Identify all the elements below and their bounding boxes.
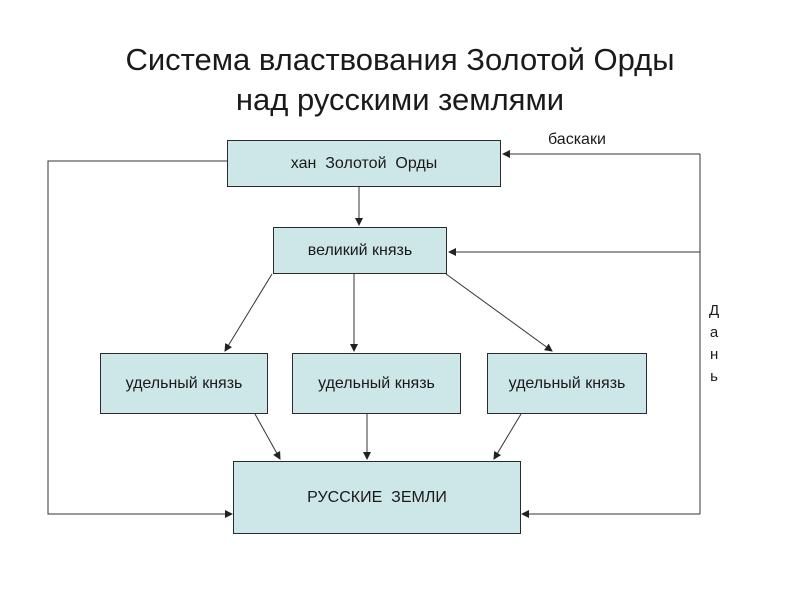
label-tribute-vertical: Д а н ь <box>709 300 719 388</box>
node-appanage-prince-3: удельный князь <box>487 353 647 414</box>
arrow-appanage-3-to-lands <box>493 413 522 460</box>
tribute-letter: ь <box>710 368 718 385</box>
node-appanage-prince-1: удельный князь <box>100 353 268 414</box>
title-line-1: Система властвования Золотой Орды <box>125 42 675 77</box>
tribute-letter: н <box>709 346 719 363</box>
arrow-grand-prince-to-appanage-3 <box>445 273 553 352</box>
diagram-title: Система властвования Золотой Орды над ру… <box>0 40 800 120</box>
node-appanage-prince-2: удельный князь <box>292 353 461 414</box>
arrow-grand-prince-to-appanage-1 <box>224 273 273 352</box>
arrow-khan-to-lands-left-loop <box>47 160 233 518</box>
title-line-2: над русскими землями <box>235 82 565 117</box>
node-grand-prince: великий князь <box>273 227 447 274</box>
node-khan: хан Золотой Орды <box>227 140 501 187</box>
tribute-letter: Д <box>709 302 720 319</box>
arrow-appanage-1-to-lands <box>254 413 281 460</box>
tribute-letter: а <box>709 324 719 341</box>
node-russian-lands: РУССКИЕ ЗЕМЛИ <box>233 461 521 534</box>
label-baskaki: баскаки <box>548 131 606 148</box>
